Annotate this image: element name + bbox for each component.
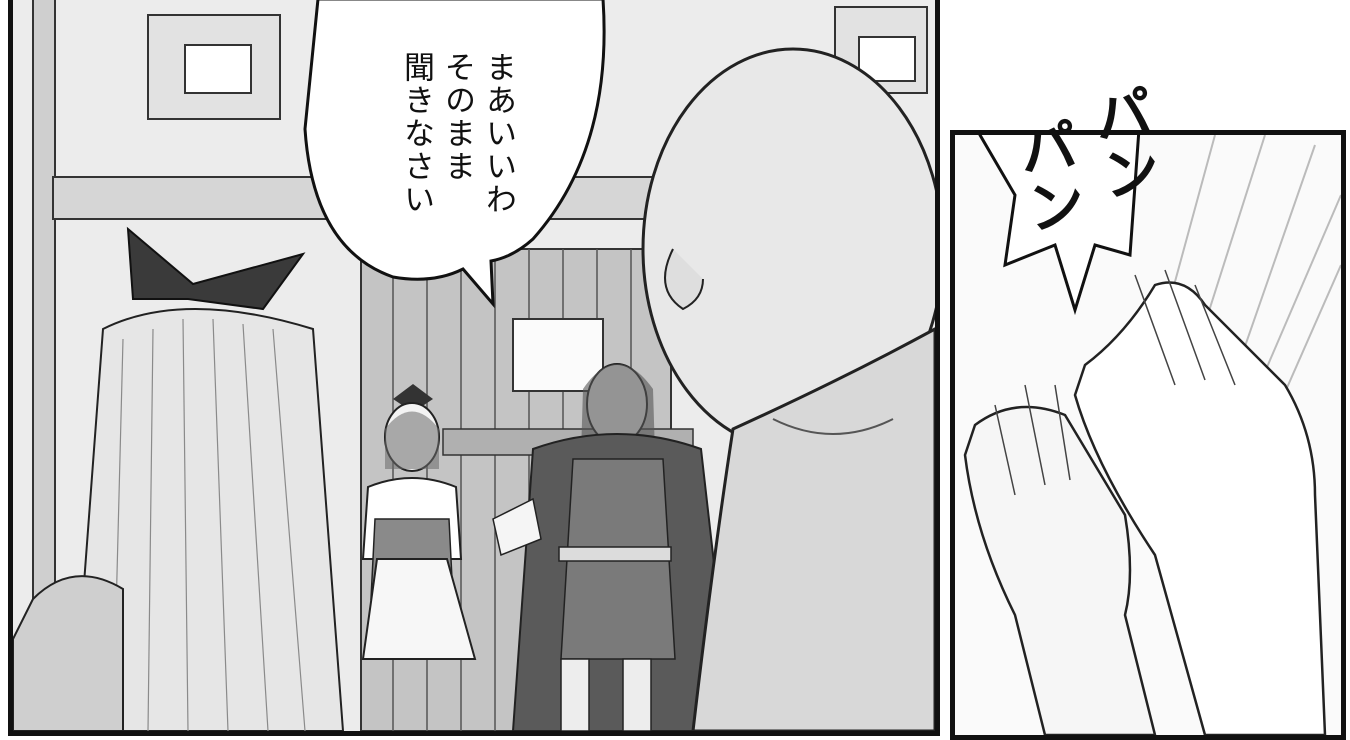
left-hand <box>963 384 1157 735</box>
stone-window-right <box>834 6 928 94</box>
stone-window-left <box>147 14 281 120</box>
clapping-hands-art <box>955 135 1341 735</box>
panel-room-scene: まあいいわ そのまま 聞きなさい <box>8 0 940 736</box>
sfx-pan-right: パン <box>1080 80 1164 206</box>
right-hand <box>1073 269 1327 735</box>
speech-line-1: まあいいわ <box>480 51 516 216</box>
wooden-pillar <box>32 0 56 731</box>
speech-line-3: 聞きなさい <box>398 51 434 216</box>
panel-clapping-hands <box>950 130 1346 740</box>
bald-man <box>641 47 935 731</box>
girl-in-apron <box>361 384 477 660</box>
speech-text: まあいいわ そのまま 聞きなさい <box>395 51 518 216</box>
room-scene-art <box>13 0 935 731</box>
speech-bubble-shape <box>303 0 606 309</box>
sfx-burst-shape <box>978 135 1141 316</box>
girl-with-bow-back-view <box>13 226 345 731</box>
speech-line-2: そのまま <box>439 51 475 183</box>
cloaked-woman <box>492 363 735 731</box>
